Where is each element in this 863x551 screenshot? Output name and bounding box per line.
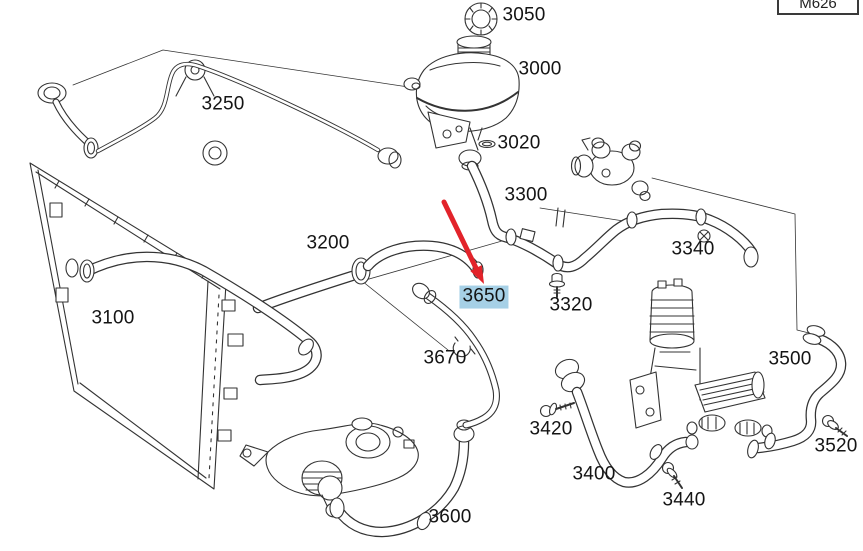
- water-pump-assembly-drawing: [239, 417, 419, 518]
- part-label-3520[interactable]: 3520: [814, 435, 858, 457]
- hose-3650-drawing: [412, 282, 500, 429]
- oil-filter-housing-drawing: [629, 278, 773, 438]
- hose-3100-drawing: [65, 251, 322, 386]
- part-label-3020[interactable]: 3020: [497, 132, 541, 154]
- part-label-3670[interactable]: 3670: [423, 347, 467, 369]
- hose-3200-drawing: [252, 240, 484, 314]
- part-label-3300[interactable]: 3300: [504, 184, 548, 206]
- clip-3670-drawing: [449, 336, 476, 359]
- part-label-3400[interactable]: 3400: [572, 463, 616, 485]
- figure-code-box[interactable]: M626: [777, 0, 859, 15]
- bolt-3440-drawing: [661, 461, 683, 489]
- hose-3400-drawing: [554, 358, 699, 488]
- bolt-3420-drawing: [539, 402, 575, 418]
- part-label-3600[interactable]: 3600: [428, 506, 472, 528]
- part-label-3500[interactable]: 3500: [768, 348, 812, 370]
- part-label-3440[interactable]: 3440: [662, 489, 706, 511]
- hose-3300-3340-drawing: [458, 149, 759, 273]
- annotation-arrow: [441, 199, 484, 284]
- thermostat-housing-drawing: [570, 137, 651, 202]
- leader-lines: [72, 49, 814, 351]
- hose-3500-drawing: [747, 325, 847, 459]
- part-label-3340[interactable]: 3340: [671, 238, 715, 260]
- coolant-pipe-3250-drawing: [37, 61, 402, 169]
- seal-3020-drawing: [478, 139, 496, 149]
- part-label-3100[interactable]: 3100: [91, 307, 135, 329]
- part-label-3320[interactable]: 3320: [549, 294, 593, 316]
- hose-3600-drawing: [329, 419, 475, 538]
- figure-code-label: M626: [799, 0, 837, 12]
- part-label-3250[interactable]: 3250: [201, 93, 245, 115]
- bolt-3520-drawing: [821, 414, 848, 437]
- part-label-3000[interactable]: 3000: [518, 58, 562, 80]
- part-label-3650[interactable]: 3650: [459, 285, 509, 309]
- part-label-3200[interactable]: 3200: [306, 232, 350, 254]
- expansion-tank-drawing: [403, 2, 520, 151]
- bolt-3320-drawing: [548, 272, 566, 298]
- radiator-drawing: [29, 59, 244, 490]
- part-label-3050[interactable]: 3050: [502, 4, 546, 26]
- part-label-3420[interactable]: 3420: [529, 418, 573, 440]
